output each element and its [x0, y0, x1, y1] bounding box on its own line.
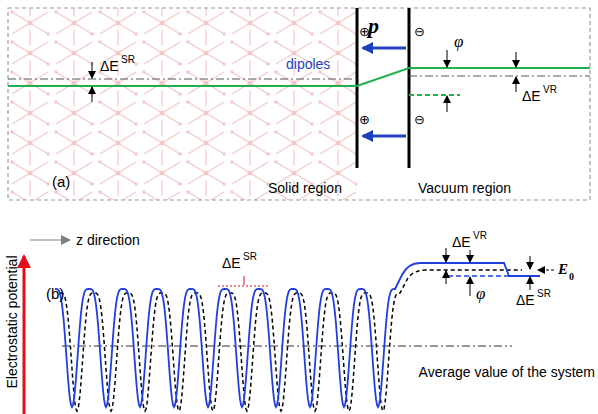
- vacuum-level-subscript: 0: [569, 271, 574, 282]
- dim-arrow: [530, 256, 531, 269]
- potential-curve: [55, 263, 540, 407]
- dim-arrow: [470, 277, 471, 296]
- energy-shift-label: ΔE: [222, 255, 241, 271]
- dipole-arrow: [363, 47, 406, 50]
- dim-tick: [244, 276, 245, 285]
- dim-arrow: [470, 250, 471, 262]
- energy-shift-label: ΔE: [516, 292, 535, 308]
- pointer-arrow: [538, 270, 554, 271]
- positive-charge: ⊕: [359, 112, 370, 128]
- region-label: Vacuum region: [418, 180, 511, 196]
- panel-frame: [8, 8, 590, 200]
- dim-arrow: [447, 96, 448, 112]
- energy-shift-label: ΔE: [522, 88, 541, 104]
- potential-dashed: [409, 94, 460, 96]
- vacuum-level-label: E: [558, 261, 568, 278]
- panel-letter: (b): [46, 286, 64, 302]
- potential-curve-dashed: [60, 270, 522, 411]
- dim-arrow: [92, 87, 93, 102]
- axis-label: Electrostatic potential: [4, 242, 20, 402]
- dotted-level: [218, 285, 270, 286]
- dim-arrow: [516, 77, 517, 92]
- surface-line: [356, 8, 359, 168]
- region-label: Solid region: [268, 180, 342, 196]
- panel-letter: (a): [52, 174, 70, 190]
- average-line-label: Average value of the system: [419, 364, 595, 380]
- axis-arrow: [23, 256, 26, 414]
- dim-arrow: [447, 50, 448, 67]
- dim-arrow: [446, 271, 447, 284]
- direction-label: z direction: [76, 232, 140, 248]
- direction-arrow: [30, 239, 70, 240]
- work-function-symbol: φ: [476, 286, 485, 302]
- dim-arrow: [516, 52, 517, 67]
- surface-line: [408, 8, 411, 168]
- dipole-arrow: [363, 135, 406, 138]
- dipoles-label: dipoles: [286, 56, 330, 72]
- energy-shift-superscript: SR: [243, 251, 257, 262]
- dim-arrow: [446, 248, 447, 262]
- energy-shift-label: ΔE: [452, 234, 471, 250]
- energy-shift-superscript: SR: [537, 288, 551, 299]
- potential-dashed: [448, 275, 510, 277]
- energy-shift-superscript: SR: [121, 54, 135, 65]
- energy-shift-label: ΔE: [100, 58, 119, 74]
- dim-arrow: [92, 62, 93, 78]
- energy-shift-superscript: VR: [473, 230, 487, 241]
- work-function-symbol: φ: [454, 34, 463, 50]
- solid-lattice: [8, 8, 357, 200]
- average-line: [8, 79, 357, 80]
- positive-charge: ⊕: [359, 24, 370, 40]
- negative-charge: ⊖: [414, 112, 425, 128]
- average-line: [62, 346, 512, 347]
- energy-shift-superscript: VR: [543, 84, 557, 95]
- dim-arrow: [530, 277, 531, 290]
- negative-charge: ⊖: [414, 24, 425, 40]
- average-line: [409, 76, 590, 77]
